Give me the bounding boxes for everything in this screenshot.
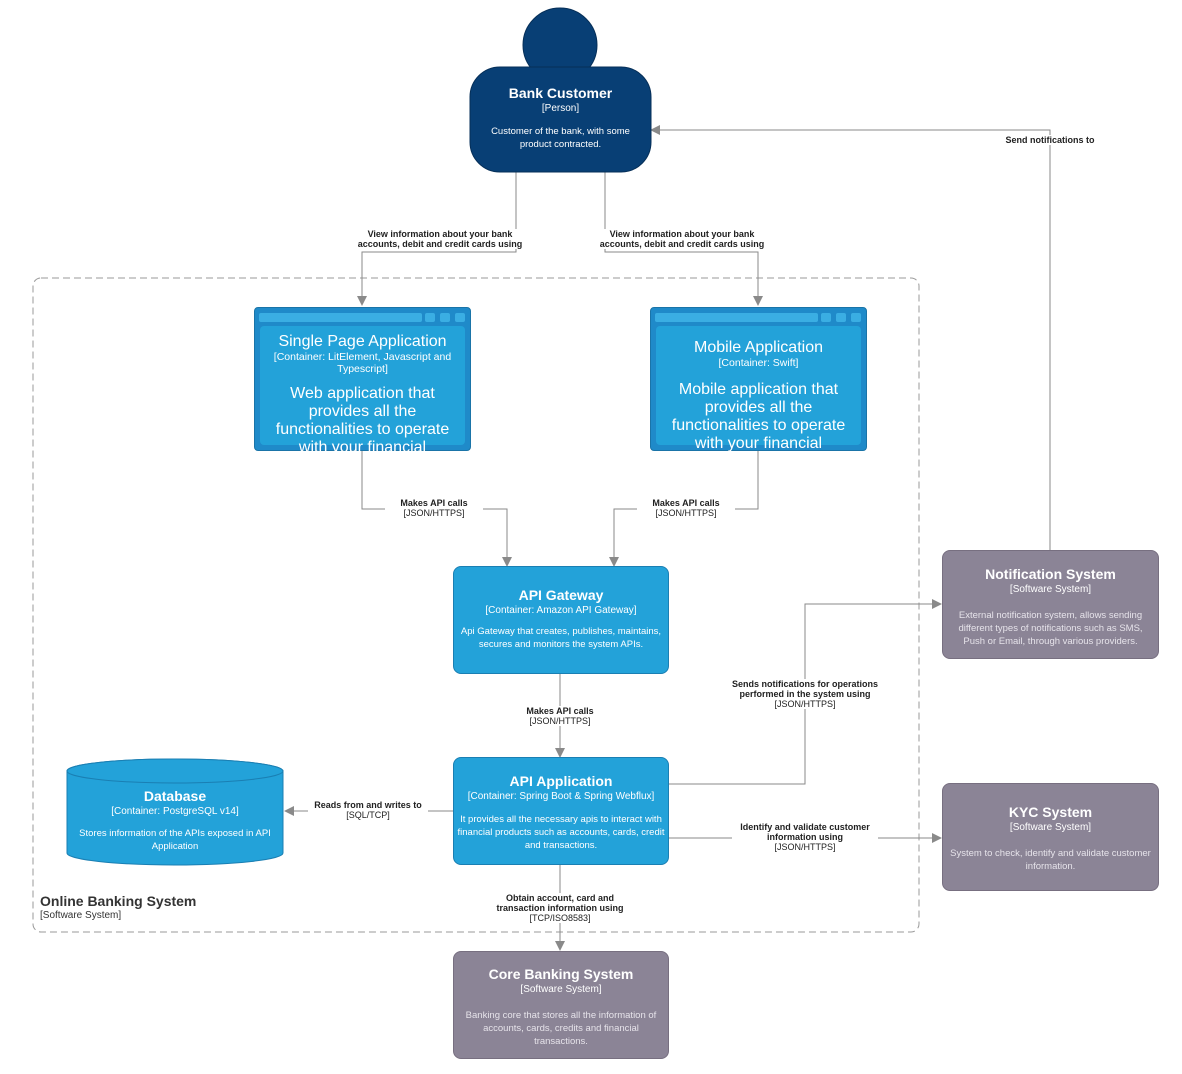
label-notification-ops-proto: [JSON/HTTPS] xyxy=(774,699,836,709)
label-spa-api-proto: [JSON/HTTPS] xyxy=(403,508,465,518)
core-type: [Software System] xyxy=(520,984,602,995)
gateway-description: Api Gateway that creates, publishes, mai… xyxy=(460,626,662,650)
person-type: [Person] xyxy=(541,103,580,114)
kyc-type: [Software System] xyxy=(1009,822,1092,833)
window-button xyxy=(836,313,846,322)
kyc-title: KYC System xyxy=(1008,804,1093,820)
database-cylinder-top xyxy=(66,758,284,784)
label-database-text: Reads from and writes to xyxy=(314,800,422,810)
single-page-application[interactable]: Single Page Application [Container: LitE… xyxy=(254,307,471,474)
label-kyc-proto: [JSON/HTTPS] xyxy=(774,842,836,852)
api-description: It provides all the necessary apis to in… xyxy=(457,814,665,851)
database-type: [Container: PostgreSQL v14] xyxy=(111,806,239,817)
spa-title: Single Page Application xyxy=(278,333,447,350)
boundary-type: [Software System] xyxy=(40,910,122,921)
label-core-proto: [TCP/ISO8583] xyxy=(529,913,591,923)
mobile-application[interactable]: Mobile Application [Container: Swift] Mo… xyxy=(650,307,867,470)
api-title: API Application xyxy=(509,773,613,789)
mobile-title: Mobile Application xyxy=(694,339,823,356)
label-notification-ops: Sends notifications for operations perfo… xyxy=(722,679,888,709)
label-kyc: Identify and validate customer informati… xyxy=(732,822,878,852)
label-spa-api-text: Makes API calls xyxy=(400,498,468,508)
label-database-proto: [SQL/TCP] xyxy=(346,810,390,820)
kyc-system[interactable]: KYC System [Software System] System to c… xyxy=(942,783,1159,891)
notification-title: Notification System xyxy=(985,566,1116,582)
spa-description: Web application that provides all the fu… xyxy=(275,385,450,474)
gateway-type: [Container: Amazon API Gateway] xyxy=(485,605,637,616)
link-customer-to-spa xyxy=(357,172,517,306)
database-title: Database xyxy=(143,788,207,804)
label-mobile-api-proto: [JSON/HTTPS] xyxy=(655,508,717,518)
api-type: [Container: Spring Boot & Spring Webflux… xyxy=(467,791,655,802)
boundary-title: Online Banking System xyxy=(40,893,197,909)
mobile-description: Mobile application that provides all the… xyxy=(671,381,846,470)
system-boundary xyxy=(32,277,920,933)
person-description: Customer of the bank, with some product … xyxy=(491,126,630,150)
database-description: Stores information of the APIs exposed i… xyxy=(79,828,271,852)
label-view-info-right: View information about your bank account… xyxy=(592,229,772,249)
label-send-notifications: Send notifications to xyxy=(1000,135,1100,145)
label-notification-ops-text: Sends notifications for operations perfo… xyxy=(731,679,878,699)
window-button xyxy=(440,313,450,322)
spa-type: [Container: LitElement, Javascript and T… xyxy=(273,351,452,375)
person-body xyxy=(469,66,652,173)
core-banking-system[interactable]: Core Banking System [Software System] Ba… xyxy=(453,951,669,1059)
window-button xyxy=(851,313,861,322)
link-notification-to-customer xyxy=(650,125,1051,550)
core-title: Core Banking System xyxy=(488,966,634,982)
label-view-info-left: View information about your bank account… xyxy=(350,229,530,249)
window-button xyxy=(821,313,831,322)
window-titlebar xyxy=(259,313,422,322)
label-database: Reads from and writes to [SQL/TCP] xyxy=(308,800,428,820)
mobile-type: [Container: Swift] xyxy=(718,357,799,369)
label-mobile-api-text: Makes API calls xyxy=(652,498,720,508)
label-mobile-api: Makes API calls [JSON/HTTPS] xyxy=(637,498,735,518)
api-application[interactable]: API Application [Container: Spring Boot … xyxy=(453,757,669,865)
notification-type: [Software System] xyxy=(1009,584,1092,595)
label-kyc-text: Identify and validate customer informati… xyxy=(740,822,870,842)
label-gateway-api-text: Makes API calls xyxy=(526,706,594,716)
link-customer-to-mobile xyxy=(604,172,763,306)
label-send-notifications-text: Send notifications to xyxy=(1005,135,1095,145)
bank-customer-person[interactable]: Bank Customer [Person] Customer of the b… xyxy=(470,85,651,165)
window-titlebar xyxy=(655,313,818,322)
notification-system[interactable]: Notification System [Software System] Ex… xyxy=(942,550,1159,659)
database[interactable]: Database [Container: PostgreSQL v14] Sto… xyxy=(67,788,283,858)
core-description: Banking core that stores all the informa… xyxy=(465,1010,657,1047)
label-core-text: Obtain account, card and transaction inf… xyxy=(496,893,624,913)
gateway-title: API Gateway xyxy=(518,587,604,603)
label-spa-api: Makes API calls [JSON/HTTPS] xyxy=(385,498,483,518)
label-gateway-api: Makes API calls [JSON/HTTPS] xyxy=(511,706,609,726)
label-view-info-left-text: View information about your bank account… xyxy=(357,229,523,249)
window-button xyxy=(425,313,435,322)
label-core: Obtain account, card and transaction inf… xyxy=(489,893,631,923)
person-title: Bank Customer xyxy=(508,85,613,101)
kyc-description: System to check, identify and validate c… xyxy=(950,848,1151,872)
window-button xyxy=(455,313,465,322)
label-gateway-api-proto: [JSON/HTTPS] xyxy=(529,716,591,726)
api-gateway[interactable]: API Gateway [Container: Amazon API Gatew… xyxy=(453,566,669,674)
label-view-info-right-text: View information about your bank account… xyxy=(599,229,765,249)
notification-description: External notification system, allows sen… xyxy=(958,610,1143,647)
